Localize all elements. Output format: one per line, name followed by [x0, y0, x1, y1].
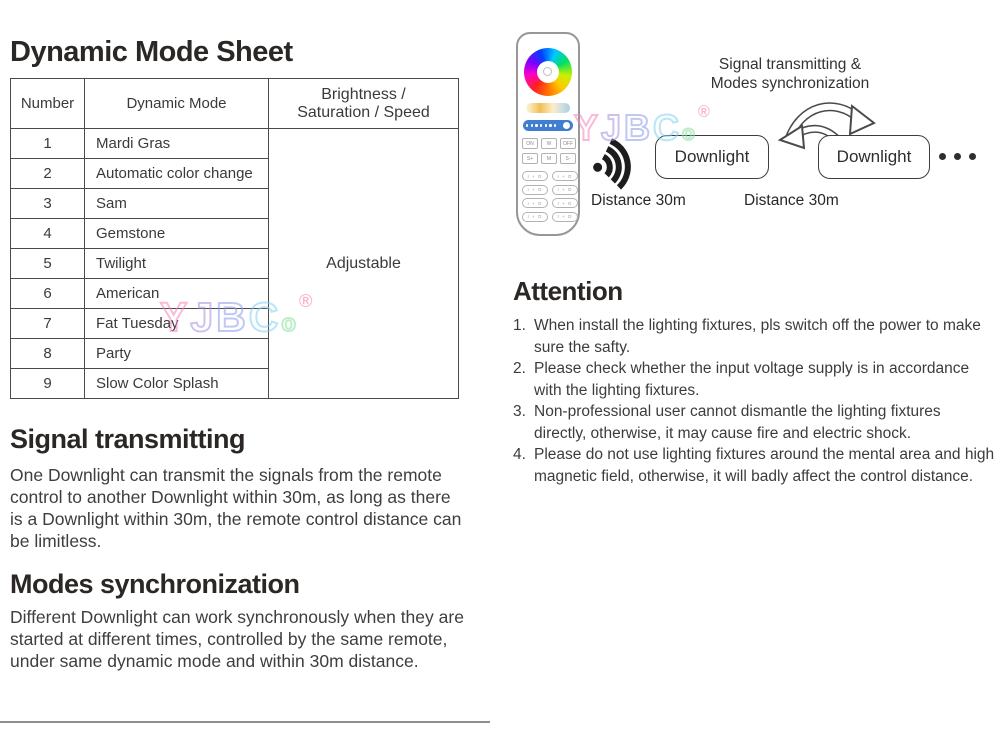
row-mode-cell: American [84, 278, 269, 309]
signal-waves-icon [588, 134, 644, 190]
row-mode-cell: Twilight [84, 248, 269, 279]
cct-slider [526, 103, 570, 113]
row-mode-cell: Fat Tuesday [84, 308, 269, 339]
zone-button: I + O [522, 211, 548, 222]
attention-item: 2.Please check whether the input voltage… [513, 360, 970, 399]
row-number-cell: 5 [10, 248, 85, 279]
diagram-caption: Signal transmitting & Modes synchronizat… [710, 56, 870, 92]
row-number-cell: 2 [10, 158, 85, 189]
attention-item: 4.Please do not use lighting fixtures ar… [513, 446, 995, 485]
signal-section-title: Signal transmitting [10, 424, 246, 454]
zone-button: I + O [552, 171, 578, 181]
attention-section-title: Attention [513, 276, 623, 306]
attention-item: 3.Non-professional user cannot dismantle… [513, 403, 941, 442]
row-mode-cell: Mardi Gras [84, 128, 269, 159]
remote-button-splus: S+ [522, 153, 538, 164]
page-divider-line [0, 721, 490, 723]
row-number-cell: 3 [10, 188, 85, 219]
row-number-cell: 9 [10, 368, 85, 399]
page-title: Dynamic Mode Sheet [10, 36, 293, 68]
dynamic-mode-table: Number Dynamic Mode Brightness / Saturat… [10, 78, 459, 399]
attention-item: 1.When install the lighting fixtures, pl… [513, 317, 981, 356]
zone-button: I + O [552, 184, 578, 195]
zone-button-grid: I + O I + O I + O I + O I + O I + O I + O I + O [522, 171, 578, 222]
table-header-number: Number [10, 78, 85, 129]
remote-button-w: W [541, 138, 557, 149]
zone-button: I + O [552, 198, 578, 208]
row-number-cell: 8 [10, 338, 85, 369]
table-header-mode: Dynamic Mode [84, 78, 269, 129]
row-mode-cell: Gemstone [84, 218, 269, 249]
remote-button-on: ON [522, 138, 538, 149]
remote-button-off: OFF [560, 138, 576, 149]
attention-list: 1.When install the lighting fixtures, pl… [513, 315, 995, 487]
color-wheel-center [537, 61, 559, 83]
remote-button-m: M [541, 153, 557, 164]
zone-button: I + O [522, 184, 548, 195]
remote-button-sminus: S- [560, 153, 576, 164]
downlight-box-2: Downlight [818, 135, 930, 179]
modes-section-body: Different Downlight can work synchronous… [10, 607, 464, 671]
slider-knob [563, 122, 570, 129]
row-mode-cell: Automatic color change [84, 158, 269, 189]
table-header-adjust: Brightness / Saturation / Speed [268, 78, 459, 129]
row-mode-cell: Slow Color Splash [84, 368, 269, 399]
row-number-cell: 4 [10, 218, 85, 249]
signal-section-body: One Downlight can transmit the signals f… [10, 465, 462, 551]
row-number-cell: 6 [10, 278, 85, 309]
dynamic-mode-table-wrap: Number Dynamic Mode Brightness / Saturat… [10, 78, 459, 399]
adjustable-cell: Adjustable [268, 128, 459, 399]
distance-label-1: Distance 30m [591, 192, 686, 209]
downlight-box-1: Downlight [655, 135, 769, 179]
color-wheel [524, 48, 572, 96]
row-number-cell: 7 [10, 308, 85, 339]
row-number-cell: 1 [10, 128, 85, 159]
table-header-row: Number Dynamic Mode Brightness / Saturat… [10, 78, 459, 129]
modes-section-title: Modes synchronization [10, 569, 300, 599]
row-mode-cell: Sam [84, 188, 269, 219]
zone-button: I + O [522, 198, 548, 208]
distance-label-2: Distance 30m [744, 192, 839, 209]
more-downlights-ellipsis [939, 153, 976, 160]
brightness-slider [523, 120, 573, 131]
zone-button: I + O [552, 211, 578, 222]
zone-button: I + O [522, 171, 548, 181]
color-wheel-center-ring [543, 67, 552, 76]
row-mode-cell: Party [84, 338, 269, 369]
